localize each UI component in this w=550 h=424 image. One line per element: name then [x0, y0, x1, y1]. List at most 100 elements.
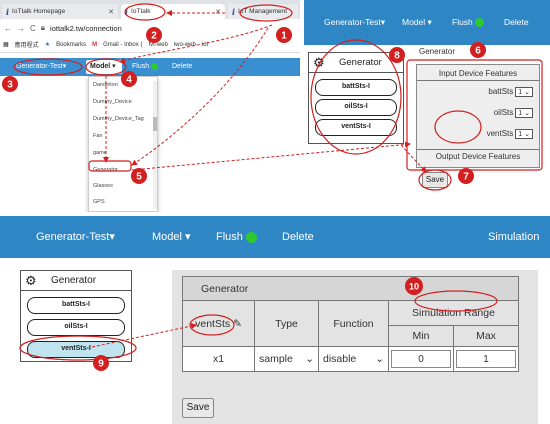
- model-menu[interactable]: Model ▾: [152, 231, 191, 243]
- delete-button[interactable]: Delete: [172, 63, 193, 70]
- row-index: x1: [182, 346, 255, 372]
- feature-oilsts-i[interactable]: oilSts-I: [315, 99, 397, 116]
- simulation-menu[interactable]: Simulation: [488, 231, 540, 243]
- save-button[interactable]: Save: [182, 398, 214, 418]
- marker-2: 2: [151, 31, 157, 42]
- dropdown-item[interactable]: Dummy_Device: [93, 99, 132, 105]
- scrollbar-thumb[interactable]: [153, 117, 157, 131]
- iottalk-favicon-icon: i: [125, 6, 129, 17]
- gear-icon[interactable]: ⚙: [313, 55, 325, 70]
- marker-9: 9: [98, 359, 104, 370]
- delete-button[interactable]: Delete: [504, 17, 529, 27]
- marker-6: 6: [475, 46, 481, 57]
- delete-button[interactable]: Delete: [282, 231, 314, 243]
- dropdown-item[interactable]: Fan: [93, 133, 103, 139]
- bookmark-bookmarks[interactable]: Bookmarks: [56, 41, 87, 48]
- highlight-model-menu: [85, 58, 127, 76]
- function-select[interactable]: disable⌄: [318, 346, 389, 372]
- type-select[interactable]: sample⌄: [254, 346, 319, 372]
- close-icon[interactable]: ✕: [108, 8, 114, 16]
- forward-icon[interactable]: →: [17, 23, 25, 33]
- dropdown-item[interactable]: Dandelion: [93, 82, 118, 88]
- pencil-icon[interactable]: ✎: [233, 317, 242, 330]
- save-button[interactable]: Save: [422, 172, 448, 188]
- flush-button[interactable]: Flush: [452, 0, 484, 45]
- highlight-save-button: [418, 169, 452, 191]
- highlight-simulator-box: [406, 59, 543, 171]
- dropdown-item[interactable]: Dummy_Device_Tag: [93, 116, 144, 122]
- max-cell: 1: [453, 346, 519, 372]
- simulator-title: Generator: [419, 47, 456, 56]
- star-icon: ★: [44, 42, 51, 48]
- address-bar[interactable]: iottalk2.tw/connection: [50, 23, 122, 33]
- bookmark-iwo-web[interactable]: iwo-web: [173, 41, 196, 48]
- dropdown-item-generator[interactable]: Generator: [93, 167, 118, 173]
- highlight-iottalk-tab: [124, 3, 166, 21]
- tab-title: IoTtalk Homepage: [12, 8, 66, 15]
- markers: 1 2 3 4 5 6 7 8 9 10: [2, 27, 486, 371]
- bookmarks-bar: ▦ 應用程式 ★ Bookmarks M Gmail - Inbox ( fvt…: [0, 37, 300, 53]
- bookmark-fvt-web[interactable]: fvt-web: [148, 41, 168, 48]
- arrow-ventsts-to-save: [400, 144, 427, 173]
- dropdown-scrollbar[interactable]: [153, 81, 157, 209]
- marker-3: 3: [7, 80, 13, 91]
- min-input[interactable]: 0: [391, 350, 451, 368]
- device-card: ⚙ Generator battSts-I oilSts-I ventSts-I: [20, 270, 132, 362]
- project-menu[interactable]: Generator-Test▾: [36, 231, 115, 243]
- table-title: Generator: [182, 276, 519, 301]
- model-dropdown: Dandelion Dummy_Device Dummy_Device_Tag …: [88, 76, 158, 212]
- highlight-simulation-range: [414, 290, 498, 312]
- tab-iottalk-homepage[interactable]: i IoTtalk Homepage ✕: [2, 4, 118, 19]
- model-menu[interactable]: Model ▾: [402, 17, 432, 27]
- project-menu[interactable]: Generator-Test▾: [324, 17, 385, 27]
- tab-title: IoTtalk: [131, 8, 151, 15]
- flush-button[interactable]: Flush: [132, 58, 159, 76]
- highlight-ventsts-value: [434, 110, 482, 144]
- gear-icon[interactable]: ⚙: [25, 273, 37, 288]
- feature-battsts-i[interactable]: battSts-I: [27, 297, 125, 314]
- chevron-down-icon: ⌄: [305, 353, 314, 365]
- bookmark-gmail[interactable]: Gmail - Inbox (: [103, 41, 143, 48]
- project-menu[interactable]: Generator-Test▾: [16, 63, 67, 70]
- back-icon[interactable]: ←: [4, 23, 12, 33]
- flush-button[interactable]: Flush: [216, 216, 257, 258]
- feature-ventsts-i-selected[interactable]: ventSts-I: [27, 341, 125, 358]
- browser-nav-row: ← → C 🔒︎ iottalk2.tw/connection: [0, 19, 300, 37]
- apps-icon[interactable]: ▦: [3, 42, 9, 48]
- status-dot-icon: [151, 62, 159, 70]
- dropdown-item[interactable]: Glasses: [93, 183, 113, 189]
- value-select[interactable]: 1 ⌄: [515, 108, 533, 118]
- dropdown-item[interactable]: GPS: [93, 199, 105, 205]
- dropdown-item[interactable]: game: [93, 150, 107, 156]
- marker-8: 8: [394, 51, 400, 62]
- feature-ventsts-i[interactable]: ventSts-I: [315, 119, 397, 136]
- marker-7: 7: [463, 172, 469, 183]
- simulator-small-panel: Generator-Test▾ Model ▾ Flush Delete ⚙ G…: [304, 0, 550, 200]
- marker-1: 1: [281, 31, 287, 42]
- close-icon[interactable]: ✕: [215, 8, 221, 16]
- max-input[interactable]: 1: [456, 350, 516, 368]
- lock-icon: 🔒︎: [40, 23, 46, 32]
- gmail-icon: M: [92, 41, 98, 48]
- tab-iottalk[interactable]: i IoTtalk ✕: [121, 4, 225, 19]
- value-select[interactable]: 1 ⌄: [515, 87, 533, 97]
- device-card-header: ⚙ Generator: [309, 53, 403, 73]
- app-navbar: Generator-Test▾ Model ▾ Flush Delete Sim…: [0, 216, 550, 258]
- highlight-generator-item: [88, 160, 132, 172]
- bookmark-apps[interactable]: 應用程式: [14, 43, 39, 49]
- bookmark-iot[interactable]: iot: [201, 41, 209, 48]
- highlight-project-menu: [13, 58, 83, 76]
- arrow-5-to-simulator-b: [131, 141, 411, 171]
- chevron-down-icon: ⌄: [375, 353, 384, 365]
- value-select[interactable]: 1 ⌄: [515, 129, 533, 139]
- feature-battsts-i[interactable]: battSts-I: [315, 79, 397, 96]
- output-features-header: Output Device Features: [417, 149, 539, 163]
- marker-4: 4: [126, 75, 132, 86]
- tab-title: IoT Management: [238, 8, 288, 15]
- reload-icon[interactable]: C: [30, 23, 36, 33]
- model-menu-button[interactable]: Model ▾: [86, 60, 122, 74]
